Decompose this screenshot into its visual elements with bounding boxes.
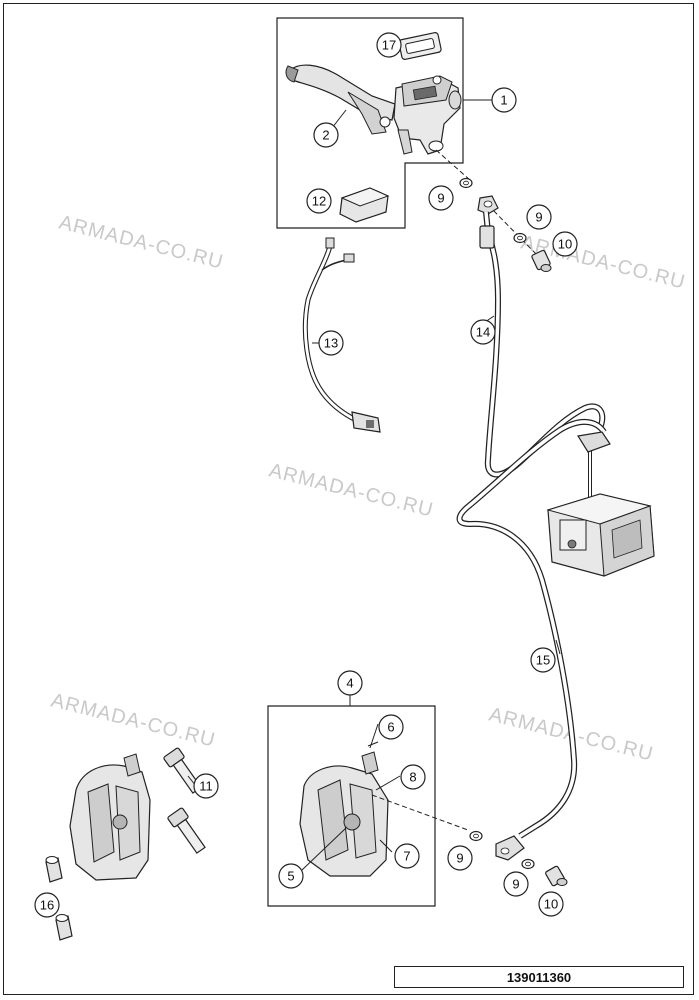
part-14-brake-hose [479, 211, 606, 478]
svg-text:2: 2 [322, 128, 329, 143]
callout-9-upper-2: 9 [526, 204, 552, 230]
svg-text:13: 13 [324, 336, 338, 351]
abs-hydraulic-unit [546, 431, 655, 577]
callout-13: 13 [318, 330, 344, 356]
watermark-4: ARMADA-CO.RU [49, 690, 218, 752]
washer-lower-1 [469, 830, 483, 842]
callout-10-lower: 10 [538, 891, 564, 917]
callout-6: 6 [378, 714, 404, 740]
svg-text:5: 5 [287, 869, 294, 884]
svg-text:4: 4 [346, 676, 353, 691]
drawing-frame [3, 3, 694, 995]
part-5-piston [343, 813, 361, 831]
svg-text:11: 11 [199, 779, 213, 794]
svg-text:1: 1 [500, 93, 507, 108]
callout-16: 16 [34, 892, 60, 918]
part-17-reservoir-gasket [398, 32, 442, 60]
svg-text:8: 8 [409, 770, 416, 785]
part-6-bleed-screw [361, 751, 379, 775]
assembly-dashes-upper [435, 149, 541, 259]
callout-8: 8 [400, 764, 426, 790]
part-4-brake-caliper [299, 741, 389, 877]
part-2-brake-lever [285, 64, 396, 135]
svg-text:16: 16 [40, 898, 54, 913]
svg-text:9: 9 [512, 877, 519, 892]
caliper-group-box [267, 705, 436, 907]
svg-text:17: 17 [382, 38, 396, 53]
callout-14: 14 [470, 319, 496, 345]
part-16-spacers [45, 856, 73, 941]
part-1-master-cylinder [393, 75, 462, 155]
washer-lower-2 [521, 858, 535, 870]
svg-text:14: 14 [476, 325, 490, 340]
svg-text:7: 7 [403, 849, 410, 864]
part-13-sensor-cable [302, 237, 381, 433]
svg-text:9: 9 [456, 851, 463, 866]
part-12-electronic-module [339, 187, 390, 223]
callout-9-upper-1: 9 [428, 185, 454, 211]
svg-text:15: 15 [536, 653, 550, 668]
washer-upper-1 [459, 177, 473, 189]
callout-2: 2 [313, 122, 339, 148]
svg-text:10: 10 [544, 897, 558, 912]
banjo-bolt-lower [545, 865, 568, 887]
callout-4: 4 [337, 670, 363, 696]
document-number: 139011360 [394, 966, 684, 988]
washer-upper-2 [513, 232, 527, 244]
svg-text:10: 10 [558, 237, 572, 252]
caliper-alternate-view [69, 753, 151, 881]
callout-7: 7 [394, 843, 420, 869]
upper-banjo-fitting [459, 177, 552, 272]
assembly-dashes-lower [371, 794, 469, 831]
banjo-bolt-upper [531, 249, 552, 272]
callout-11: 11 [193, 773, 219, 799]
part-11-caliper-bolts [163, 747, 206, 854]
master-cylinder-group-box [276, 17, 464, 229]
callouts: 17 1 2 12 9 9 10 14 13 15 4 6 8 7 5 9 9 … [34, 32, 578, 918]
svg-text:6: 6 [387, 720, 394, 735]
callout-5: 5 [278, 863, 304, 889]
callout-15: 15 [530, 647, 556, 673]
watermark-1: ARMADA-CO.RU [57, 212, 226, 274]
callout-10-upper: 10 [552, 231, 578, 257]
part-15-brake-hose [456, 419, 607, 839]
callout-12: 12 [306, 188, 332, 214]
svg-text:12: 12 [312, 194, 326, 209]
watermark-3: ARMADA-CO.RU [267, 460, 436, 522]
lower-banjo-fitting [469, 830, 568, 887]
callout-1: 1 [491, 87, 517, 113]
svg-text:9: 9 [535, 210, 542, 225]
svg-text:9: 9 [437, 191, 444, 206]
callout-17: 17 [376, 32, 402, 58]
callout-9-lower-2: 9 [503, 871, 529, 897]
callout-9-lower-1: 9 [447, 845, 473, 871]
